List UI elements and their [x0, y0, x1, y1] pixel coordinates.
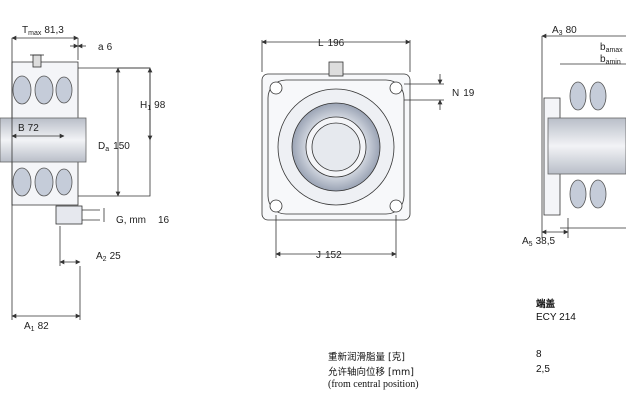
- end-cap-label: 端盖: [536, 299, 556, 310]
- grease-nipple-left: [32, 54, 42, 68]
- regrease-value: 8: [536, 349, 542, 360]
- grease-nipple-front: [328, 61, 344, 77]
- front-view: [261, 39, 444, 258]
- roller-set-right: [569, 81, 607, 209]
- right-view: [541, 33, 626, 238]
- left-view: [0, 35, 153, 320]
- roller-set-top: [12, 75, 73, 105]
- axial-displacement-value: 2,5: [536, 364, 550, 375]
- regrease-label: 重新润滑脂量 [克]: [328, 352, 405, 363]
- dim-bamax: bamax: [600, 42, 623, 54]
- dim-bamin: bamin: [600, 54, 621, 66]
- bolt-holes: [269, 81, 403, 213]
- end-cap-value: ECY 214: [536, 312, 576, 323]
- roller-set-bottom: [12, 167, 73, 197]
- bolt-left: [55, 205, 83, 225]
- axial-displacement-note: (from central position): [328, 379, 419, 390]
- shaft-right: [547, 117, 626, 175]
- axial-displacement-label: 允许轴向位移 [mm]: [328, 367, 414, 378]
- shaft-left: [0, 117, 87, 163]
